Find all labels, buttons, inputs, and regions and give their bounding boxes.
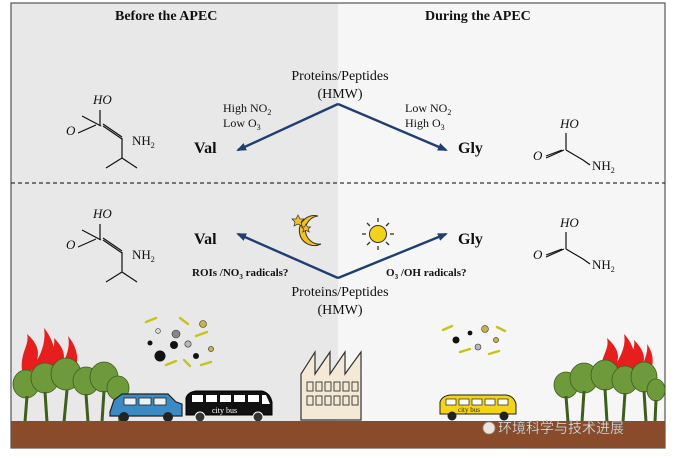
top-left-condition-1: High NO2 [223, 101, 271, 117]
ground [11, 421, 665, 448]
top-val-label: Val [194, 140, 217, 157]
top-arrow-to-gly [337, 102, 448, 152]
valine-bottom-ho: HO [92, 206, 112, 221]
valine-top-o: O [66, 123, 76, 138]
top-arrow-to-val [236, 102, 339, 152]
valine-bottom-o: O [66, 237, 76, 252]
particulate-cluster-right [441, 324, 507, 356]
bottom-val-label: Val [194, 231, 217, 248]
glycine-structure-top [545, 133, 591, 166]
top-protein-label: Proteins/Peptides [291, 69, 388, 84]
glycine-bottom-nh2: NH2 [592, 257, 615, 274]
before-panel [11, 3, 338, 423]
bottom-arrow-to-gly [337, 232, 448, 280]
tree-cluster-right [553, 359, 666, 423]
valine-bottom-nh2: NH2 [132, 247, 155, 264]
bottom-left-radicals: ROIs /NO3 radicals? [192, 267, 288, 281]
wechat-icon [482, 421, 496, 435]
bottom-arrow-to-val [236, 232, 339, 280]
top-gly-label: Gly [458, 140, 483, 157]
car-icon [109, 393, 183, 422]
top-protein-hmw: (HMW) [317, 87, 362, 102]
glycine-bottom-o: O [533, 247, 543, 262]
glycine-structure-bottom [545, 232, 591, 265]
glycine-bottom-ho: HO [559, 215, 579, 230]
top-left-condition-2: Low O3 [223, 116, 261, 132]
glycine-top-nh2: NH2 [592, 158, 615, 175]
tree-cluster-left [12, 357, 130, 423]
valine-top-ho: HO [92, 92, 112, 107]
yellow-bus-label: city bus [458, 406, 480, 414]
top-right-condition-2: High O3 [405, 116, 445, 132]
valine-top-nh2: NH2 [132, 133, 155, 150]
top-right-condition-1: Low NO2 [405, 101, 451, 117]
factory-icon [300, 349, 362, 421]
bottom-gly-label: Gly [458, 231, 483, 248]
bottom-protein-label: Proteins/Peptides [291, 285, 388, 300]
bottom-protein-hmw: (HMW) [317, 303, 362, 318]
glycine-top-ho: HO [559, 116, 579, 131]
city-bus-label: city bus [212, 406, 237, 415]
particulate-cluster-left [144, 316, 214, 368]
city-bus-icon: city bus [185, 390, 273, 423]
valine-structure-bottom [77, 224, 138, 283]
valine-structure-top [77, 110, 138, 169]
glycine-top-o: O [533, 148, 543, 163]
sun-icon [362, 218, 394, 250]
watermark-text: 环境科学与技术进展 [498, 420, 624, 436]
bottom-right-radicals: O3 /OH radicals? [386, 267, 467, 281]
header-before: Before the APEC [115, 9, 217, 24]
yellow-bus-icon: city bus [439, 394, 517, 421]
stars-icon [291, 214, 312, 233]
header-during: During the APEC [425, 9, 531, 24]
watermark: 环境科学与技术进展 [482, 420, 624, 436]
